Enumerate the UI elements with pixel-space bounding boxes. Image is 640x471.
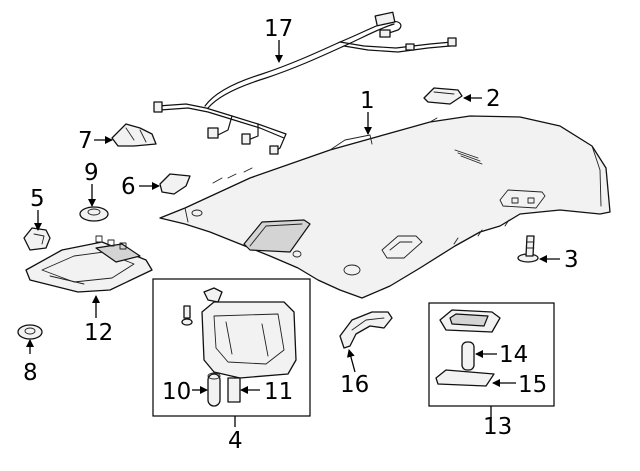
callout-10: 10 <box>162 379 191 405</box>
callout-16: 16 <box>340 372 369 398</box>
visor-clip-part-10[interactable] <box>207 372 221 407</box>
callout-6: 6 <box>121 174 136 200</box>
lens-part-15[interactable] <box>435 369 495 387</box>
sun-visor-group-box <box>152 278 311 417</box>
pad-part-6[interactable] <box>159 173 191 195</box>
callout-7: 7 <box>78 128 93 154</box>
callout-12: 12 <box>84 320 113 346</box>
bulb-part-14[interactable] <box>461 341 475 371</box>
clip-part-5[interactable] <box>23 227 51 251</box>
cap-part-8[interactable] <box>17 324 43 340</box>
callout-14: 14 <box>499 342 528 368</box>
callout-1: 1 <box>360 88 375 114</box>
grab-handle-part-16[interactable] <box>339 311 393 349</box>
callout-9: 9 <box>84 160 99 186</box>
callout-17: 17 <box>264 16 293 42</box>
sun-visor-part[interactable] <box>181 287 297 379</box>
wiring-harness-part[interactable] <box>153 11 457 155</box>
visor-label-part-11[interactable] <box>227 377 241 403</box>
overhead-console-part-12[interactable] <box>25 235 153 293</box>
push-pin-part-3[interactable] <box>517 235 539 263</box>
dome-lamp-housing-part[interactable] <box>439 309 501 333</box>
callout-11: 11 <box>264 379 293 405</box>
callout-5: 5 <box>30 186 45 212</box>
grommet-part-9[interactable] <box>79 206 109 222</box>
callout-2: 2 <box>486 86 501 112</box>
headliner-part[interactable] <box>159 115 611 299</box>
callout-8: 8 <box>23 360 38 386</box>
bracket-part-2[interactable] <box>423 87 463 105</box>
callout-4: 4 <box>228 428 243 454</box>
callout-13: 13 <box>483 414 512 440</box>
callout-3: 3 <box>564 247 579 273</box>
callout-15: 15 <box>518 372 547 398</box>
bracket-part-7[interactable] <box>111 123 157 147</box>
